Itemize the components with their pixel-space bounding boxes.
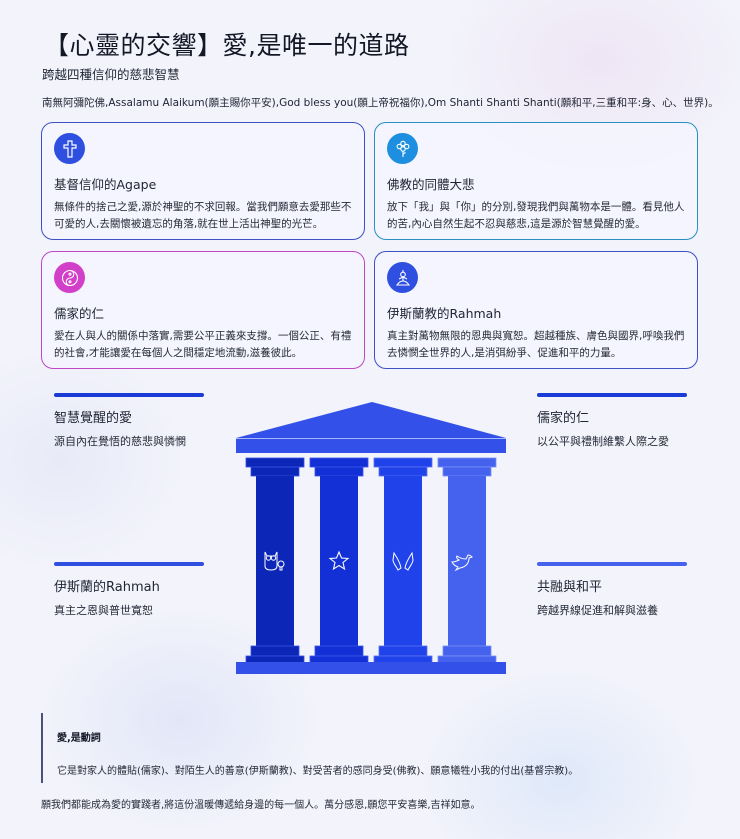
card-body: 真主對萬物無限的恩典與寬恕。超越種族、膚色與國界,呼喚我們去憐憫全世界的人,是消… [387, 330, 685, 359]
label-title: 智慧覺醒的愛 [54, 411, 133, 426]
pillar-label-rahmah: 伊斯蘭的Rahmah 真主之恩與普世寬恕 [54, 562, 204, 618]
intro-greeting: 南無阿彌陀佛,Assalamu Alaikum(願主賜你平安),God bles… [42, 97, 719, 109]
label-accent-bar [54, 393, 204, 397]
flower-icon [387, 133, 418, 164]
yin-yang-icon [54, 262, 85, 293]
star-icon [328, 550, 350, 571]
pillar-label-wisdom: 智慧覺醒的愛 源自內在覺悟的慈悲與憐憫 [54, 393, 204, 449]
label-subtitle: 源自內在覺悟的慈悲與憐憫 [54, 435, 186, 448]
dove-icon [451, 554, 473, 572]
label-accent-bar [537, 562, 687, 566]
card-title: 佛教的同體大悲 [387, 177, 475, 192]
label-title: 儒家的仁 [537, 411, 590, 426]
card-islamic-rahmah: 伊斯蘭教的Rahmah 真主對萬物無限的恩典與寬恕。超越種族、膚色與國界,呼喚我… [374, 251, 698, 369]
card-body: 放下「我」與「你」的分別,發現我們與萬物本是一體。看見他人的苦,內心自然生起不忍… [387, 201, 685, 230]
label-accent-bar [54, 562, 204, 566]
temple-illustration [230, 400, 510, 680]
quote-block: 愛,是動詞 它是對家人的體貼(儒家)、對陌生人的善意(伊斯蘭教)、對受苦者的感同… [41, 713, 661, 783]
label-title: 伊斯蘭的Rahmah [54, 580, 160, 595]
quote-body: 它是對家人的體貼(儒家)、對陌生人的善意(伊斯蘭教)、對受苦者的感同身受(佛教)… [57, 766, 579, 777]
card-title: 儒家的仁 [54, 306, 105, 321]
card-title: 伊斯蘭教的Rahmah [387, 306, 502, 321]
card-body: 愛在人與人的關係中落實,需要公平正義來支撐。一個公正、有禮的社會,才能讓愛在每個… [54, 330, 352, 359]
card-christian-agape: 基督信仰的Agape 無條件的捨己之愛,源於神聖的不求回報。當我們願意去愛那些不… [41, 122, 365, 240]
card-confucian-ren: 儒家的仁 愛在人與人的關係中落實,需要公平正義來支撐。一個公正、有禮的社會,才能… [41, 251, 365, 369]
page-subtitle: 跨越四種信仰的慈悲智慧 [42, 67, 180, 82]
label-subtitle: 以公平與禮制維繫人際之愛 [537, 435, 669, 448]
label-title: 共融與和平 [537, 580, 603, 595]
closing-blessing: 願我們都能成為愛的實踐者,將這份溫暖傳遞給身邊的每一個人。萬分感恩,願您平安喜樂… [41, 800, 481, 811]
owl-icon [264, 551, 285, 571]
label-subtitle: 真主之恩與普世寬恕 [54, 604, 153, 617]
hands-icon [392, 551, 414, 571]
label-subtitle: 跨越界線促進和解與滋養 [537, 604, 658, 617]
card-title: 基督信仰的Agape [54, 177, 157, 192]
pillar-label-peace: 共融與和平 跨越界線促進和解與滋養 [537, 562, 687, 618]
cross-icon [54, 133, 85, 164]
card-body: 無條件的捨己之愛,源於神聖的不求回報。當我們願意去愛那些不可愛的人,去關懷被遺忘… [54, 201, 352, 230]
meditation-icon [387, 262, 418, 293]
pillar-label-ren: 儒家的仁 以公平與禮制維繫人際之愛 [537, 393, 687, 449]
label-accent-bar [537, 393, 687, 397]
page-title: 【心靈的交響】愛,是唯一的道路 [44, 31, 410, 60]
quote-title: 愛,是動詞 [57, 733, 101, 744]
card-buddhist-compassion: 佛教的同體大悲 放下「我」與「你」的分別,發現我們與萬物本是一體。看見他人的苦,… [374, 122, 698, 240]
